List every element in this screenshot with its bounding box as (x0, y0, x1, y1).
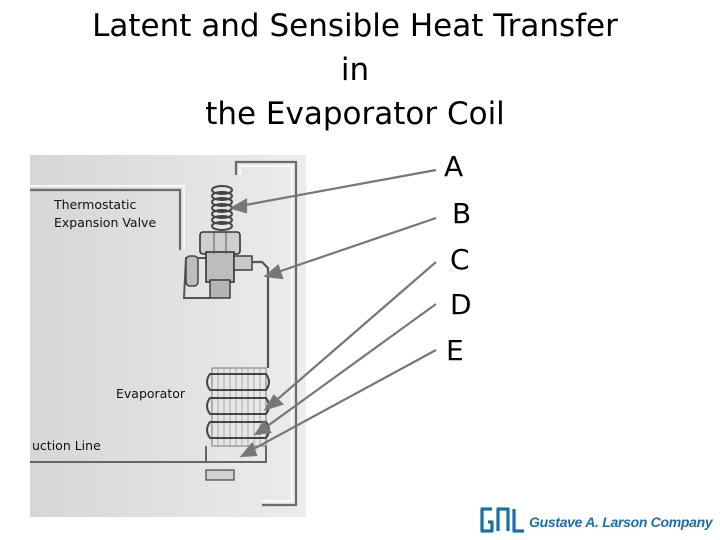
arrow-b (271, 216, 437, 276)
pointer-arrows (229, 168, 437, 458)
title-line-1: Latent and Sensible Heat Transfer (92, 8, 618, 44)
company-logo-icon (480, 507, 524, 533)
valve-label-line-2: Expansion Valve (54, 215, 156, 230)
arrow-d (261, 303, 437, 431)
arrow-a (239, 168, 437, 208)
sensing-bulb (185, 255, 199, 287)
arrow-c (271, 261, 437, 405)
letter-b: B (452, 197, 472, 230)
title-line-2: in (340, 52, 370, 88)
expansion-valve (199, 231, 253, 299)
evaporator-label: Evaporator (116, 386, 186, 401)
valve-label-line-1: Thermostatic (53, 197, 136, 212)
cabinet-panel (30, 155, 306, 517)
thermostatic-coil (211, 185, 233, 231)
arrow-e (247, 349, 437, 453)
drain-fitting (205, 469, 235, 481)
outer-wall-tube (30, 160, 298, 507)
title-line-3: the Evaporator Coil (205, 96, 505, 132)
letter-a: A (444, 150, 464, 183)
feed-tube (252, 260, 270, 368)
company-name: Gustave A. Larson Company (529, 514, 713, 530)
letter-c: C (450, 243, 470, 276)
letter-e: E (446, 334, 464, 367)
suction-line-label: uction Line (32, 438, 101, 453)
slide-title: Latent and Sensible Heat Transfer in the… (0, 4, 710, 136)
letter-d: D (450, 288, 472, 321)
